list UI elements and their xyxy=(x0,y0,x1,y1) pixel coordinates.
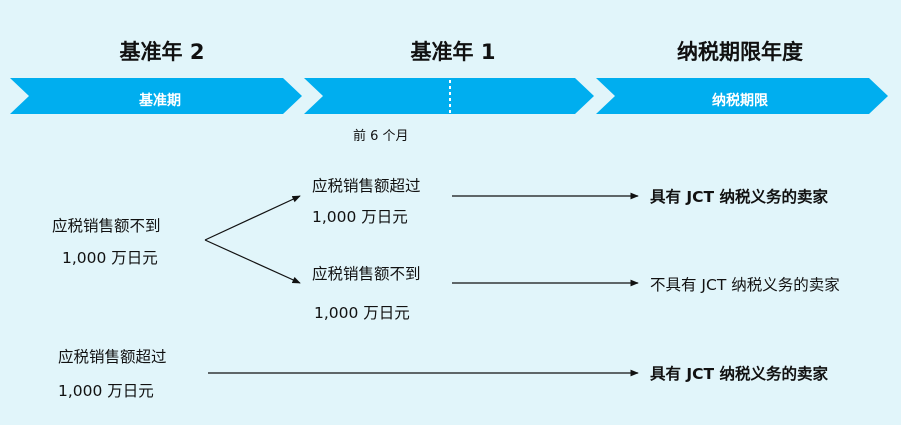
chevron-base-year-1 xyxy=(304,78,594,114)
branch-a-start-line1: 应税销售额不到 xyxy=(52,217,161,235)
six-month-note: 前 6 个月 xyxy=(353,129,409,144)
direct-result: 具有 JCT 纳税义务的卖家 xyxy=(650,365,829,383)
upper-condition-line1: 应税销售额超过 xyxy=(312,177,421,195)
branch-b-start-line1: 应税销售额超过 xyxy=(58,348,167,366)
year-1-title: 基准年 1 xyxy=(410,40,496,64)
chevron-tax-year xyxy=(596,78,888,114)
upper-condition-line2: 1,000 万日元 xyxy=(312,208,408,226)
arrow-to-upper xyxy=(204,195,301,241)
tax-year-title: 纳税期限年度 xyxy=(677,40,803,64)
branch-a-start-line2: 1,000 万日元 xyxy=(62,249,158,267)
base-period-label: 基准期 xyxy=(139,93,181,109)
branch-b-start-line2: 1,000 万日元 xyxy=(58,382,154,400)
chevron-base-year-2 xyxy=(10,78,302,114)
upper-result: 具有 JCT 纳税义务的卖家 xyxy=(650,188,829,206)
lower-result: 不具有 JCT 纳税义务的卖家 xyxy=(650,276,840,294)
lower-condition-line1: 应税销售额不到 xyxy=(312,265,421,283)
arrow-to-lower xyxy=(204,239,301,284)
tax-period-label: 纳税期限 xyxy=(712,93,768,109)
period-banner xyxy=(10,78,888,114)
lower-condition-line2: 1,000 万日元 xyxy=(314,304,410,322)
year-2-title: 基准年 2 xyxy=(119,40,205,64)
